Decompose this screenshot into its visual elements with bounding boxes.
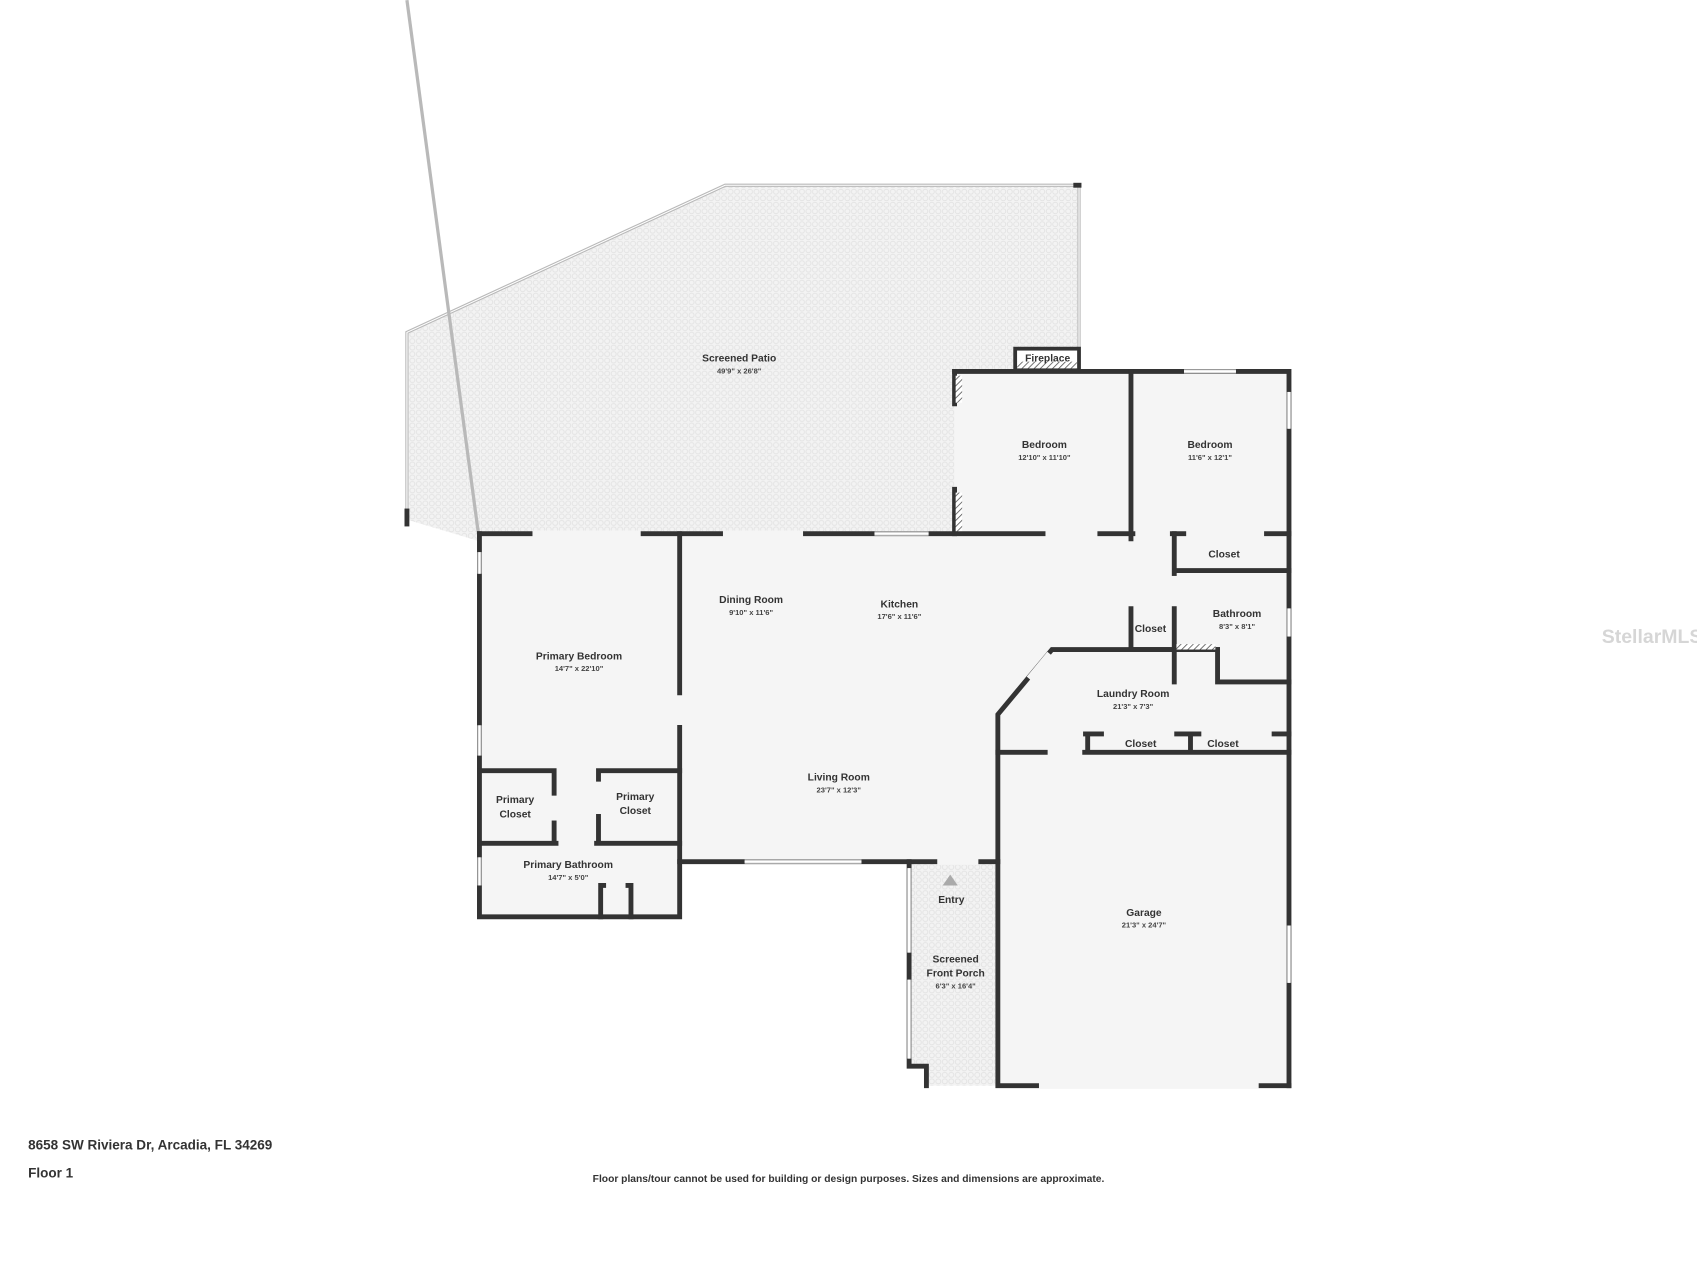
room-name: Dining Room bbox=[719, 595, 783, 606]
room-kitchen: Kitchen 17'6" x 11'6" bbox=[877, 599, 921, 621]
screened-patio-area bbox=[404, 0, 1082, 542]
room-closet-hall: Closet bbox=[1135, 624, 1167, 635]
room-dims: 17'6" x 11'6" bbox=[877, 612, 921, 621]
room-bedroom-2: Bedroom 11'6" x 12'1" bbox=[1187, 440, 1232, 462]
entry-arrow-icon bbox=[942, 874, 958, 886]
room-living-room: Living Room 23'7" x 12'3" bbox=[808, 772, 870, 794]
room-bedroom-1: Bedroom 12'10" x 11'10" bbox=[1018, 440, 1071, 462]
room-laundry-room: Laundry Room 21'3" x 7'3" bbox=[1097, 689, 1169, 711]
room-dims: 8'3" x 8'1" bbox=[1219, 622, 1255, 631]
room-garage: Garage 21'3" x 24'7" bbox=[1122, 908, 1167, 930]
room-screened-front-porch: Screened Front Porch 6'3" x 16'4" bbox=[927, 954, 985, 990]
room-dims: 9'10" x 11'6" bbox=[729, 608, 773, 617]
room-primary-bedroom: Primary Bedroom 14'7" x 22'10" bbox=[536, 651, 622, 673]
room-primary-closet-1: Primary Closet bbox=[496, 795, 535, 820]
room-closet-laundry-2: Closet bbox=[1207, 739, 1239, 750]
room-closet-bedroom: Closet bbox=[1208, 550, 1240, 561]
room-entry: Entry bbox=[938, 895, 965, 906]
room-name: Screened bbox=[933, 954, 979, 965]
room-name: Garage bbox=[1126, 908, 1162, 919]
room-dims: 12'10" x 11'10" bbox=[1018, 453, 1071, 462]
room-name: Primary bbox=[496, 795, 535, 806]
room-name: Living Room bbox=[808, 772, 870, 783]
floor-label: Floor 1 bbox=[28, 1166, 74, 1181]
room-dims: 21'3" x 7'3" bbox=[1113, 702, 1154, 711]
room-screened-patio: Screened Patio 49'9" x 26'8" bbox=[702, 354, 776, 376]
room-name: Closet bbox=[499, 809, 531, 820]
room-closet-laundry-1: Closet bbox=[1125, 739, 1157, 750]
openings bbox=[477, 369, 1292, 1089]
room-dims: 14'7" x 22'10" bbox=[555, 664, 604, 673]
room-dims: 49'9" x 26'8" bbox=[717, 367, 762, 376]
room-fireplace: Fireplace bbox=[1025, 354, 1070, 365]
room-dining-room: Dining Room 9'10" x 11'6" bbox=[719, 595, 783, 617]
room-dims: 11'6" x 12'1" bbox=[1188, 453, 1232, 462]
room-primary-bathroom: Primary Bathroom 14'7" x 5'0" bbox=[523, 860, 613, 882]
room-name: Primary Bathroom bbox=[523, 860, 613, 871]
room-name: Laundry Room bbox=[1097, 689, 1169, 700]
room-name: Closet bbox=[620, 806, 652, 817]
room-name: Kitchen bbox=[881, 599, 919, 610]
address-label: 8658 SW Riviera Dr, Arcadia, FL 34269 bbox=[28, 1138, 273, 1153]
room-dims: 6'3" x 16'4" bbox=[936, 981, 977, 990]
room-dims: 14'7" x 5'0" bbox=[548, 873, 589, 882]
room-name: Front Porch bbox=[927, 968, 985, 979]
room-name: Primary bbox=[616, 792, 655, 803]
room-name: Bedroom bbox=[1187, 440, 1232, 451]
room-name: Bathroom bbox=[1213, 609, 1261, 620]
room-dims: 21'3" x 24'7" bbox=[1122, 921, 1167, 930]
disclaimer-text: Floor plans/tour cannot be used for buil… bbox=[593, 1174, 1105, 1185]
room-name: Screened Patio bbox=[702, 354, 776, 365]
room-primary-closet-2: Primary Closet bbox=[616, 792, 655, 817]
room-bathroom: Bathroom 8'3" x 8'1" bbox=[1213, 609, 1261, 631]
room-dims: 23'7" x 12'3" bbox=[817, 785, 862, 794]
room-name: Bedroom bbox=[1022, 440, 1067, 451]
front-porch-area bbox=[909, 861, 998, 1086]
interior-floor bbox=[479, 371, 1289, 1086]
room-name: Primary Bedroom bbox=[536, 651, 622, 662]
watermark-logo: StellarMLS bbox=[1602, 626, 1697, 648]
